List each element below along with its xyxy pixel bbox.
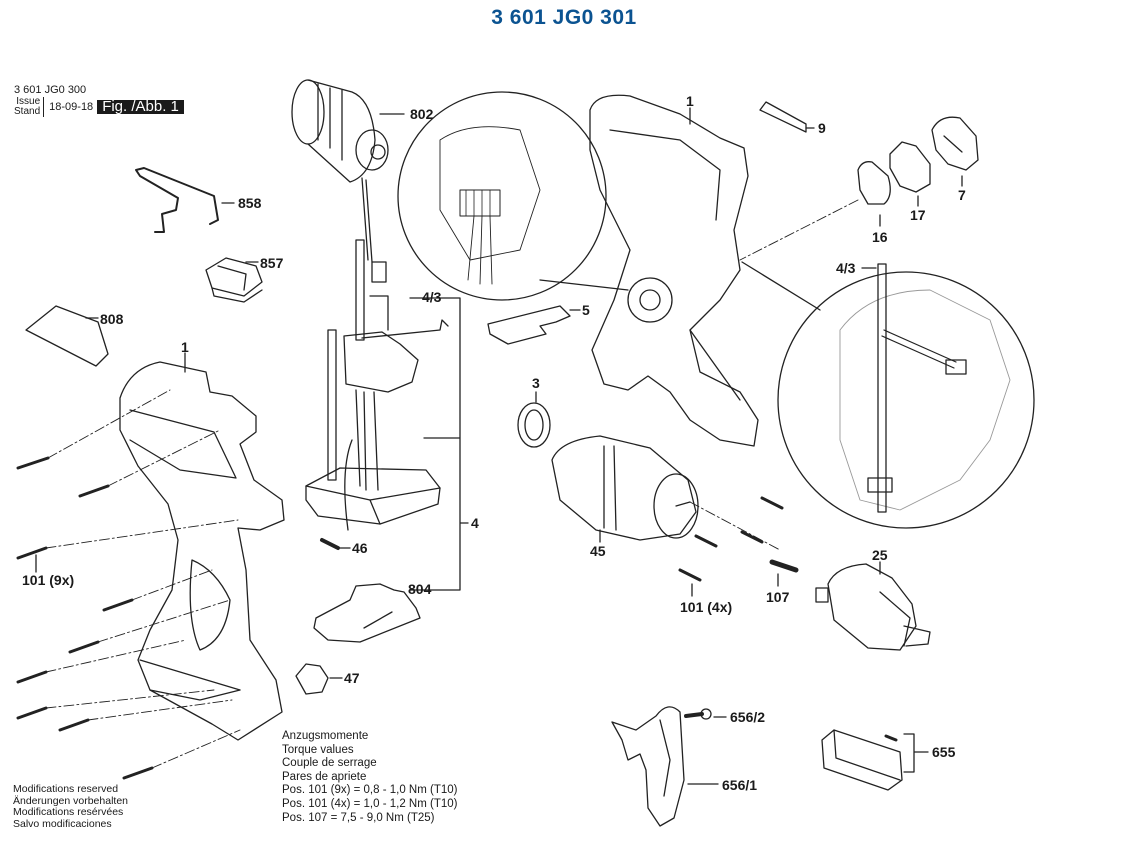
torque-pos: Pos. 101 bbox=[282, 784, 328, 797]
modifications-es: Salvo modificaciones bbox=[13, 817, 112, 830]
ring-part-17 bbox=[889, 141, 931, 193]
housing-half-right bbox=[589, 94, 759, 447]
detail-leader-right bbox=[741, 261, 821, 311]
part-label-101-9x: 101 (9x) bbox=[22, 572, 75, 588]
part-label-4-3-detail: 4/3 bbox=[836, 260, 856, 276]
drawing-meta: 3 601 JG0 300 Issue Stand 18-09-18 Fig. … bbox=[14, 84, 184, 117]
part-label-7: 7 bbox=[958, 187, 966, 203]
part-label-4: 4 bbox=[471, 515, 479, 531]
cover-part-5 bbox=[487, 305, 571, 345]
gearbox-part-45 bbox=[551, 435, 699, 541]
torque-value: = 7,5 - 9,0 Nm (T25) bbox=[330, 811, 435, 824]
board-part-804 bbox=[313, 583, 421, 643]
part-label-47: 47 bbox=[344, 670, 360, 686]
label-part-808 bbox=[25, 305, 109, 367]
motor-part-802 bbox=[291, 79, 389, 283]
switch-part-857 bbox=[205, 257, 263, 303]
screw-part-656-2 bbox=[684, 712, 704, 718]
modifications-en: Modifications reserved bbox=[13, 783, 119, 795]
screw-part-46 bbox=[320, 538, 340, 550]
part-label-45: 45 bbox=[590, 543, 606, 559]
screw-head-656-2 bbox=[700, 708, 712, 720]
cap-part-7 bbox=[931, 116, 979, 171]
detail-circle-motor-connector bbox=[397, 91, 607, 301]
part-label-808: 808 bbox=[100, 311, 124, 327]
part-label-1-right: 1 bbox=[686, 93, 694, 109]
screws-101-4x bbox=[678, 496, 784, 582]
belt-clip-part-656-1 bbox=[611, 706, 685, 827]
torque-heading-de: Anzugsmomente bbox=[282, 730, 369, 742]
part-label-858: 858 bbox=[238, 195, 262, 211]
cap-part-47 bbox=[295, 663, 329, 695]
torque-heading-fr: Couple de serrage bbox=[282, 757, 377, 770]
issue-stand-label: Issue Stand bbox=[14, 96, 45, 117]
torque-row: Pos. 101 (9x) = 0,8 - 1,0 Nm (T10) bbox=[282, 784, 457, 798]
part-label-804: 804 bbox=[408, 581, 432, 597]
torque-qty: (9x) bbox=[330, 784, 351, 797]
part-label-802: 802 bbox=[410, 106, 434, 122]
chuck-part-25 bbox=[815, 563, 931, 651]
detail-circle-cable-routing bbox=[777, 263, 1035, 529]
torque-pos: Pos. 107 bbox=[282, 811, 328, 824]
wire-clip-part-858 bbox=[135, 167, 219, 233]
screws-101-9x bbox=[16, 456, 154, 780]
part-label-5: 5 bbox=[582, 302, 590, 318]
torque-row: Pos. 101 (4x) = 1,0 - 1,2 Nm (T10) bbox=[282, 798, 457, 812]
document-title: 3 601 JG0 301 bbox=[491, 6, 637, 29]
stand-label: Stand bbox=[14, 106, 41, 117]
axis-line-disc bbox=[739, 199, 859, 261]
axis-line-gearbox bbox=[689, 501, 781, 551]
torque-pos: Pos. 101 bbox=[282, 797, 328, 810]
part-label-16: 16 bbox=[872, 229, 888, 245]
housing-half-left bbox=[119, 361, 285, 741]
issue-date: 18-09-18 bbox=[49, 101, 94, 113]
figure-label: Fig. /Abb. 1 bbox=[97, 99, 184, 114]
part-label-107: 107 bbox=[766, 589, 790, 605]
part-label-46: 46 bbox=[352, 540, 368, 556]
detail-leader-left bbox=[539, 279, 629, 291]
torque-value: = 0,8 - 1,0 Nm (T10) bbox=[353, 784, 458, 797]
part-label-17: 17 bbox=[910, 207, 926, 223]
bit-holder-part-655 bbox=[821, 729, 903, 791]
torque-value: = 1,0 - 1,2 Nm (T10) bbox=[353, 797, 458, 810]
ring-part-3 bbox=[517, 402, 551, 448]
part-label-857: 857 bbox=[260, 255, 284, 271]
part-label-4-3-center: 4/3 bbox=[422, 289, 442, 305]
issue-label: Issue bbox=[16, 96, 41, 107]
screw-axis-lines-left bbox=[45, 389, 241, 769]
part-label-101-4x: 101 (4x) bbox=[680, 599, 733, 615]
part-label-1-left: 1 bbox=[181, 339, 189, 355]
torque-heading-es: Pares de apriete bbox=[282, 770, 367, 783]
screw-part-107 bbox=[769, 559, 799, 573]
torque-qty: (4x) bbox=[330, 797, 351, 810]
part-label-9: 9 bbox=[818, 120, 826, 136]
part-label-3: 3 bbox=[532, 375, 540, 391]
electronics-module-part-4 bbox=[305, 239, 449, 531]
bracket-655 bbox=[903, 733, 929, 773]
part-label-25: 25 bbox=[872, 547, 888, 563]
part-label-656-2: 656/2 bbox=[730, 709, 766, 725]
strip-part-9 bbox=[759, 101, 807, 133]
modifications-notice: Modifications reserved Änderungen vorbeh… bbox=[13, 783, 129, 830]
bracket-4 bbox=[409, 297, 469, 591]
disc-part-16 bbox=[857, 161, 891, 205]
torque-row: Pos. 107 = 7,5 - 9,0 Nm (T25) bbox=[282, 812, 457, 826]
part-label-655: 655 bbox=[932, 744, 956, 760]
torque-values-block: Anzugsmomente Torque values Couple de se… bbox=[282, 730, 457, 825]
torque-heading-en: Torque values bbox=[282, 743, 354, 756]
part-label-656-1: 656/1 bbox=[722, 777, 758, 793]
ring-part-3-inner bbox=[524, 409, 544, 441]
modifications-de: Änderungen vorbehalten bbox=[13, 794, 129, 807]
base-code: 3 601 JG0 300 bbox=[14, 84, 87, 96]
modifications-fr: Modifications resérvées bbox=[13, 806, 124, 818]
